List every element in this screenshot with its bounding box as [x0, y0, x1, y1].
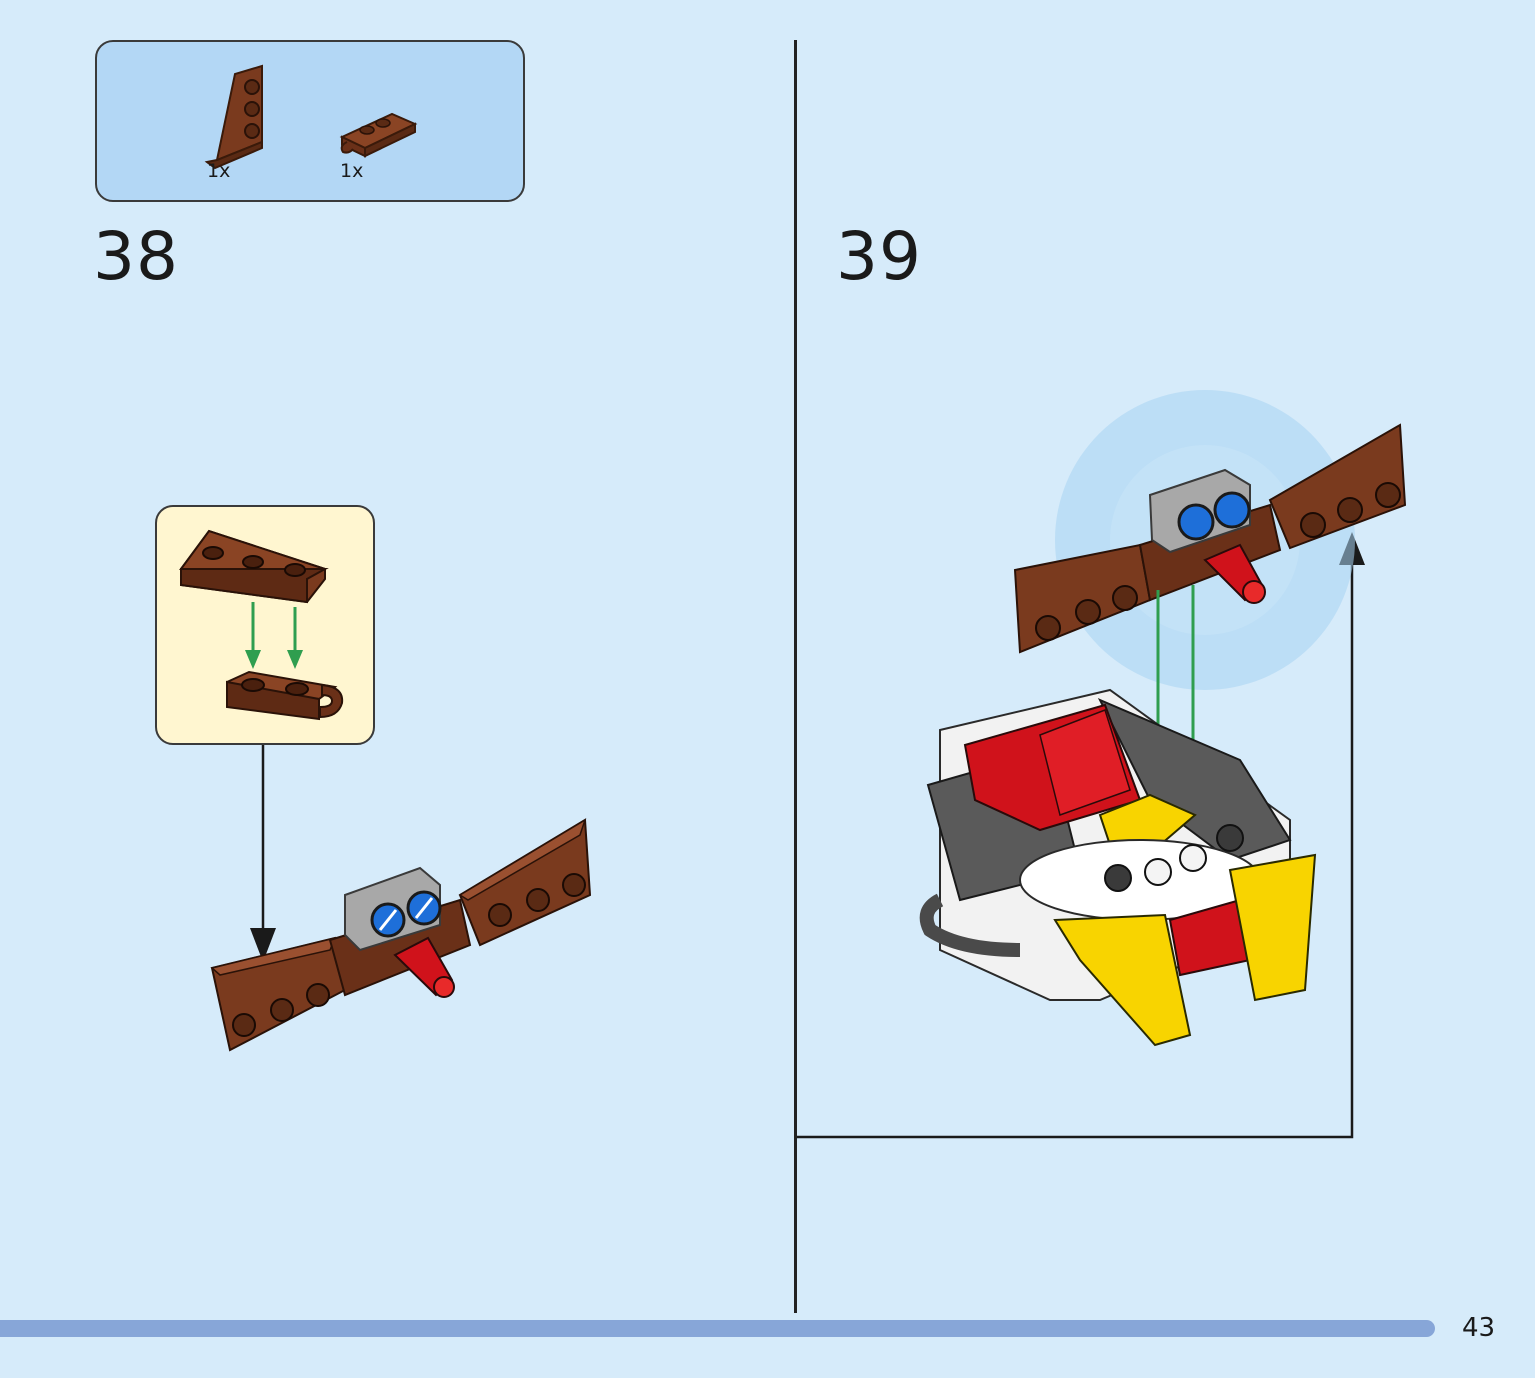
brown-clip-plate-icon: [226, 670, 344, 721]
part-quantity: 1x: [340, 160, 364, 182]
bat-wings-assembly: [1013, 423, 1407, 654]
green-arrows: [245, 602, 303, 669]
page-number: 43: [1462, 1313, 1496, 1343]
step-number: 38: [93, 218, 179, 295]
progress-bar: [0, 1320, 1435, 1337]
sub-assembly-callout: [155, 505, 375, 745]
callout-art: [179, 529, 344, 721]
part-quantity: 1x: [207, 160, 231, 182]
bat-wings-assembly: [210, 818, 592, 1052]
parts-list-box: 1x 1x: [95, 40, 525, 202]
brown-wedge-plate-icon: [179, 529, 329, 604]
brown-clip-plate-icon: [339, 112, 418, 158]
vehicle-model: [919, 688, 1317, 1047]
callout-arrow: [250, 745, 276, 962]
step-number: 39: [836, 218, 922, 295]
step-divider: [794, 40, 797, 1313]
brown-wedge-plate-icon: [204, 64, 263, 170]
parts-list-art: [204, 64, 418, 170]
